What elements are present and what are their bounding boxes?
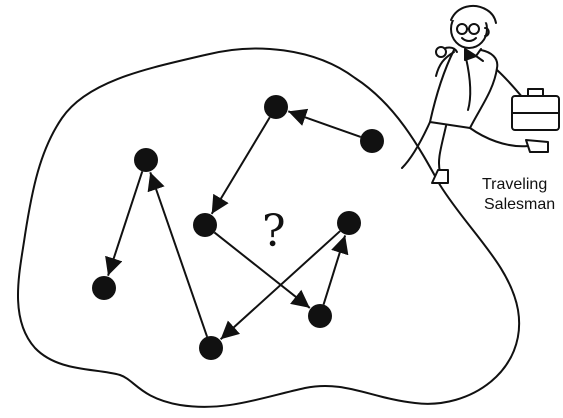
city-node-a xyxy=(134,148,158,172)
city-node-e xyxy=(264,95,288,119)
city-node-g xyxy=(337,211,361,235)
route-arrow-a-b xyxy=(108,171,142,275)
route-arrow-e-d xyxy=(212,117,270,214)
city-nodes xyxy=(92,95,384,360)
city-node-b xyxy=(92,276,116,300)
city-node-d xyxy=(193,213,217,237)
route-arrow-h-g xyxy=(324,235,346,304)
city-node-c xyxy=(199,336,223,360)
briefcase-icon xyxy=(512,89,559,130)
salesman-label-line1: Traveling xyxy=(482,176,547,193)
salesman-label-line2: Salesman xyxy=(484,196,555,213)
route-arrow-f-e xyxy=(288,111,360,137)
question-mark: ? xyxy=(262,206,286,257)
city-node-h xyxy=(308,304,332,328)
city-node-f xyxy=(360,129,384,153)
route-arrow-c-a xyxy=(150,172,207,336)
